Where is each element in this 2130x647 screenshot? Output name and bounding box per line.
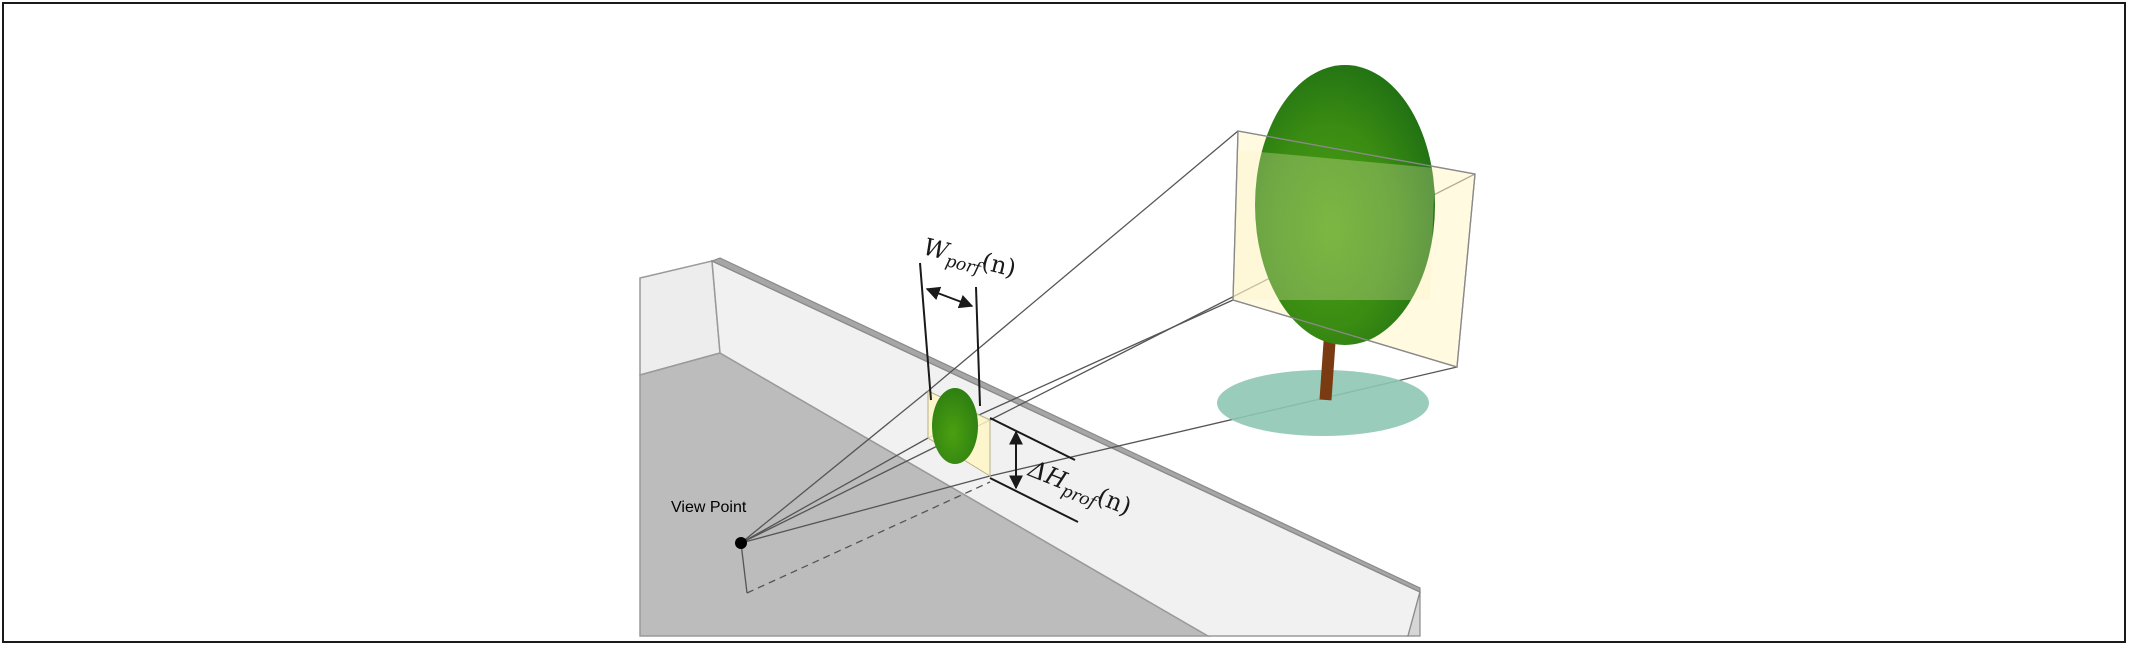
view-point-group: View Point — [671, 499, 747, 549]
width-subscript: porf — [943, 251, 985, 280]
wall-top-edge — [710, 257, 1421, 593]
room — [639, 257, 1421, 637]
width-label: Wporf(n) — [919, 233, 1019, 288]
wall-end-face — [1407, 591, 1421, 637]
view-point-label: View Point — [671, 499, 747, 516]
tree-projection-plane-outline — [1232, 130, 1476, 368]
projected-tree-crown — [932, 388, 978, 464]
width-argument: (n) — [979, 247, 1019, 282]
tree-shadow — [1217, 370, 1429, 436]
tree-projection-plane-front — [1233, 150, 1435, 300]
wall-projection — [927, 388, 991, 477]
view-point-marker — [735, 537, 747, 549]
tree-trunk — [1319, 327, 1337, 401]
tree-crown — [1255, 65, 1435, 345]
tree-group — [1217, 65, 1476, 436]
